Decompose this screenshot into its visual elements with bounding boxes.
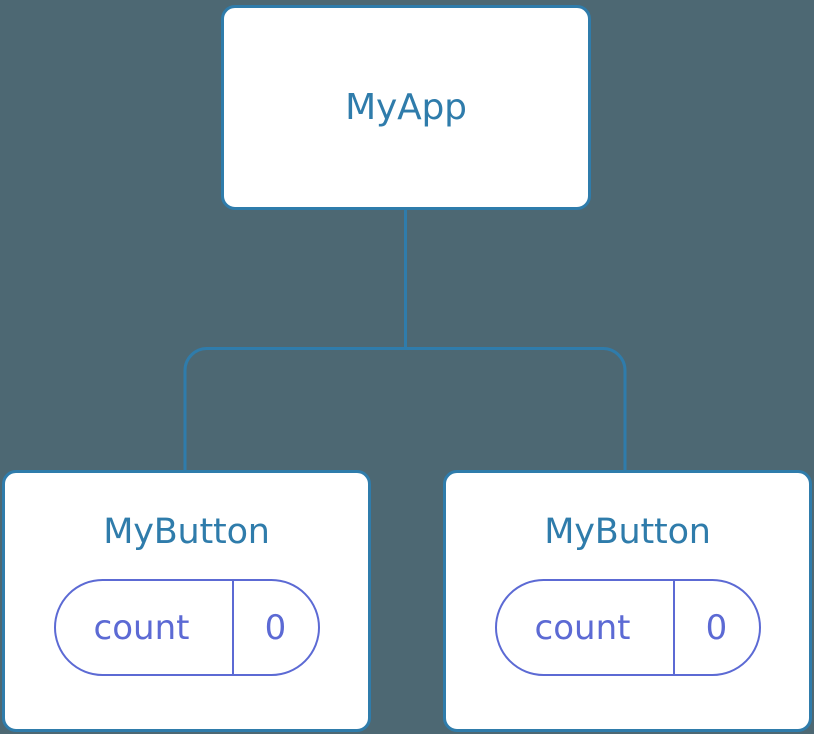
tree-node-child-2[interactable]: MyButton count 0 [443, 470, 812, 732]
state-key: count [93, 607, 190, 648]
state-key: count [534, 607, 631, 648]
node-title-mybutton: MyButton [544, 512, 711, 552]
tree-node-root[interactable]: MyApp [221, 5, 591, 210]
state-value: 0 [231, 581, 318, 674]
state-value: 0 [672, 581, 759, 674]
edge-branch-right [405, 347, 627, 471]
edge-branch-left [183, 347, 406, 471]
state-pill[interactable]: count 0 [53, 579, 320, 676]
tree-node-child-1[interactable]: MyButton count 0 [2, 470, 371, 732]
state-pill[interactable]: count 0 [494, 579, 761, 676]
node-title-myapp: MyApp [345, 86, 467, 128]
node-title-mybutton: MyButton [103, 512, 270, 552]
